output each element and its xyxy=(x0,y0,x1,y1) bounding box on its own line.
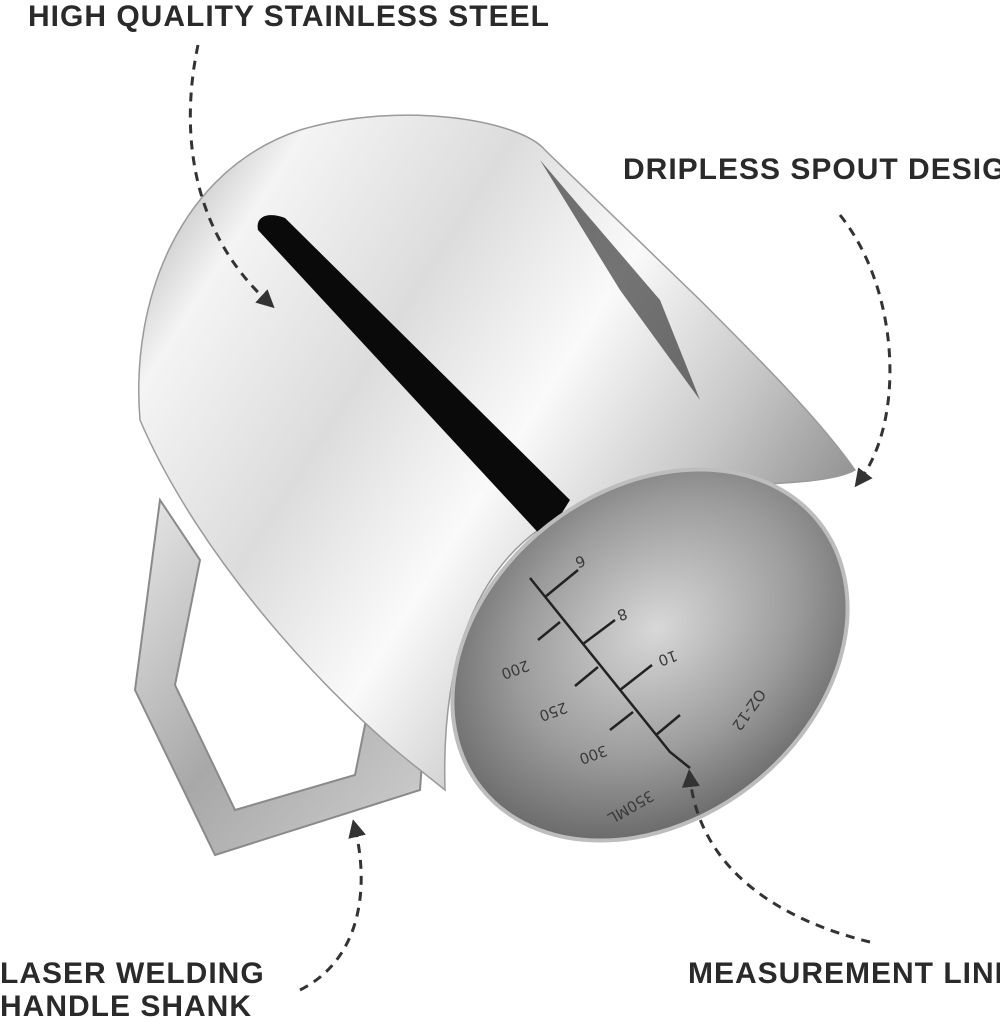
callout-stainless-steel: HIGH QUALITY STAINLESS STEEL xyxy=(28,0,550,33)
arrow-handle xyxy=(299,819,366,992)
arrow-measurement xyxy=(682,769,871,944)
arrow-spout xyxy=(838,214,892,488)
callout-dripless-spout: DRIPLESS SPOUT DESIGN xyxy=(623,153,1000,186)
callout-measurement-line: MEASUREMENT LINE xyxy=(688,957,1000,990)
callout-handle-line1: LASER WELDING xyxy=(0,957,265,990)
spout-shadow xyxy=(540,160,700,400)
reflection-stripe xyxy=(257,215,570,540)
arrow-steel xyxy=(188,44,275,309)
measurement-scale xyxy=(529,569,691,769)
callout-handle-line2: HANDLE SHANK xyxy=(0,990,252,1023)
pitcher-opening xyxy=(450,467,850,843)
oz-mark-10: 10 xyxy=(656,646,680,669)
